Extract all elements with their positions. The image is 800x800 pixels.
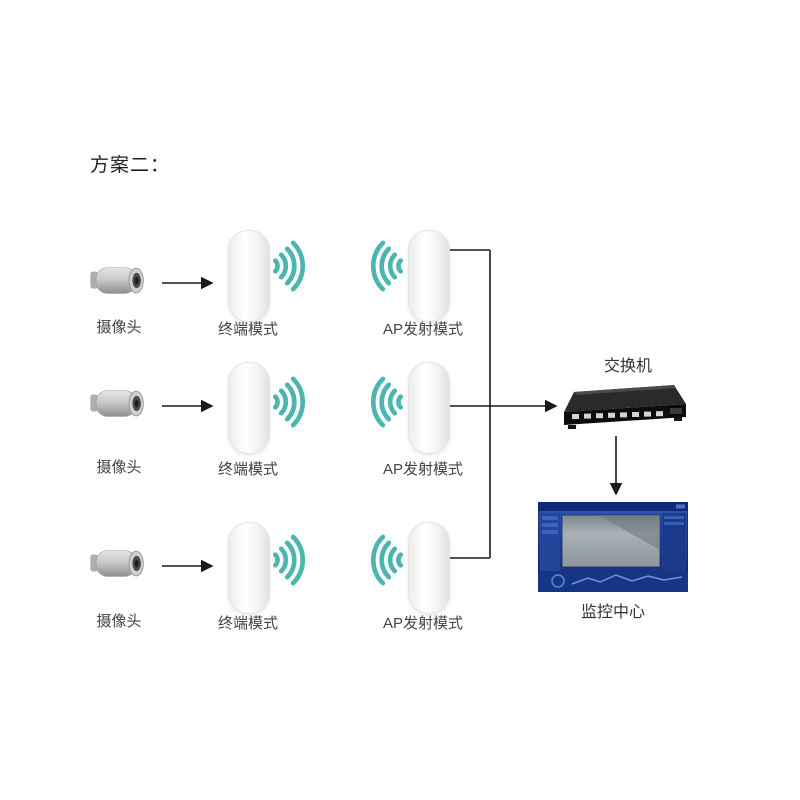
camera-icon bbox=[90, 550, 144, 577]
camera-label: 摄像头 bbox=[96, 459, 142, 476]
switch-label: 交换机 bbox=[603, 358, 652, 375]
terminal-device bbox=[228, 362, 270, 454]
wifi-signal-icon bbox=[272, 240, 305, 292]
terminal-label: 终端模式 bbox=[217, 321, 278, 338]
camera-icon bbox=[90, 390, 144, 417]
wifi-signal-icon bbox=[272, 534, 305, 586]
camera-icon bbox=[90, 267, 144, 294]
terminal-label: 终端模式 bbox=[217, 461, 278, 478]
camera-label: 摄像头 bbox=[96, 319, 142, 336]
ap-label: AP发射模式 bbox=[382, 615, 463, 632]
wifi-signal-icon bbox=[371, 376, 404, 428]
wifi-signal-icon bbox=[371, 534, 404, 586]
monitor-label: 监控中心 bbox=[580, 604, 645, 621]
ap-device bbox=[408, 230, 450, 322]
terminal-device bbox=[228, 230, 270, 322]
camera-label: 摄像头 bbox=[96, 613, 142, 630]
ap-device bbox=[408, 522, 450, 614]
diagram-title: 方案二： bbox=[90, 155, 171, 176]
wifi-signal-icon bbox=[371, 240, 404, 292]
terminal-device bbox=[228, 522, 270, 614]
monitoring-screen bbox=[538, 502, 688, 592]
wifi-signal-icon bbox=[272, 376, 305, 428]
network-switch-icon bbox=[564, 385, 686, 429]
ap-device bbox=[408, 362, 450, 454]
terminal-label: 终端模式 bbox=[217, 615, 278, 632]
ap-label: AP发射模式 bbox=[382, 461, 463, 478]
ap-label: AP发射模式 bbox=[382, 321, 463, 338]
